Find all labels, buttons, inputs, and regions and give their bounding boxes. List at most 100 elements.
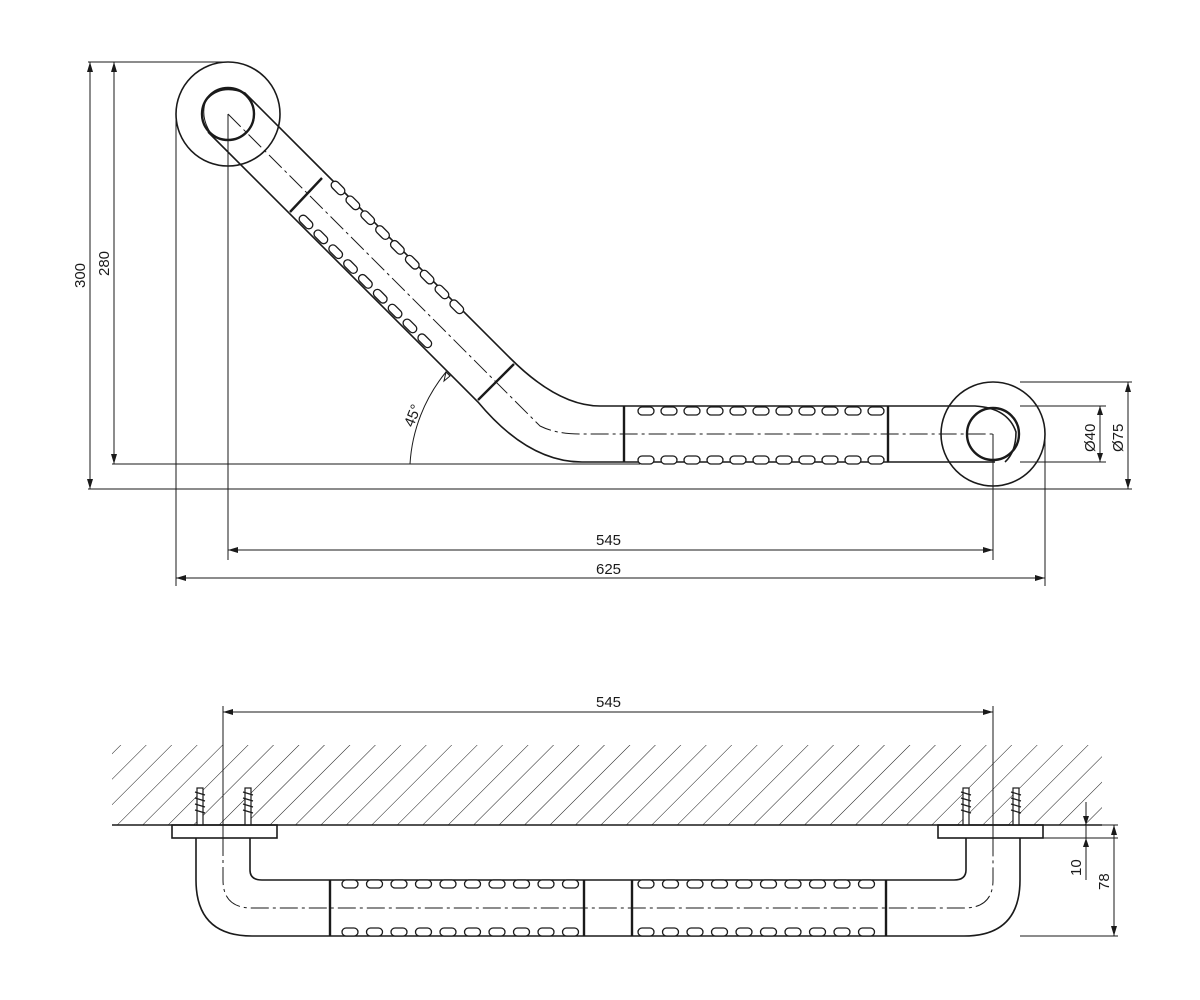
grip-slot [390,927,408,937]
anchor-screw [194,787,206,826]
grip-slot [660,455,678,465]
grip-slot [637,879,655,889]
dim-label-10: 10 [1068,859,1085,876]
grip-slot [449,299,465,315]
grip-slot [357,273,373,289]
grip-slot [784,879,802,889]
dimension-78: 78 [1096,825,1117,936]
grip-slot [833,927,851,937]
grip-slot [341,879,359,889]
grip-slot [488,879,506,889]
grip-slot [735,927,753,937]
grip-slot [360,210,376,226]
anchor-screw [1010,787,1022,826]
mounting-plates [171,824,1044,839]
grip-slot [710,927,729,937]
grip-slot [867,406,885,416]
grip-slot [833,879,851,889]
grip-slot [298,214,314,230]
tube-side-outline [195,838,1021,937]
grip-slot [752,406,770,416]
dimension-280: 280 [96,62,117,464]
tube-centerline [227,113,993,435]
grip-slot [328,244,344,260]
grip-slots-top-view [298,180,885,465]
top-view: 45° 300 280 [72,61,1132,586]
grip-slot [857,879,876,889]
grip-slot [808,927,827,937]
grip-slot [735,879,753,889]
dim-label-280: 280 [96,251,113,276]
side-view: 545 10 78 [112,694,1118,937]
grip-slot [419,269,435,285]
grip-slot [844,406,862,416]
grip-slot [512,879,531,889]
grip-slot [417,333,433,349]
grip-slot [710,879,729,889]
grip-slot [387,303,403,319]
grip-slot [637,927,655,937]
grip-slot [706,406,724,416]
grip-slot [857,927,876,937]
dimension-545-side: 545 [223,694,993,715]
grip-slot [343,259,359,275]
extension-lines-top [88,61,1132,586]
grip-slot [414,927,433,937]
dim-label-545: 545 [596,532,621,549]
grip-slot [537,879,555,889]
tube-outline [203,88,1017,463]
grip-slot [414,879,433,889]
anchor-screw [242,787,254,826]
grip-slot [661,927,680,937]
dimension-545-top: 545 [228,532,993,553]
grip-slot [365,927,384,937]
grip-slot [706,455,724,465]
grip-slots-side-view [341,879,876,937]
dim-label-300: 300 [72,263,89,288]
grip-slot [686,879,704,889]
anchor-screw [960,787,972,826]
grip-slot [775,455,793,465]
dimension-diameter-75: Ø75 [1110,382,1131,489]
extension-lines-side [222,706,1118,937]
dimension-10: 10 [1068,802,1089,880]
grip-slot [661,879,680,889]
grip-slot [844,455,862,465]
grip-slot [821,455,839,465]
grip-slot [402,318,418,334]
grip-slot [434,284,450,300]
grip-slot [808,879,827,889]
grip-slot [488,927,506,937]
side-centerline [222,838,994,909]
grip-slot [463,927,482,937]
grip-slot [683,406,701,416]
grip-slot [313,229,329,245]
grip-slot [683,455,701,465]
dim-label-545-side: 545 [596,694,621,711]
dim-label-d75: Ø75 [1110,424,1127,452]
grip-slot [798,406,816,416]
angle-label: 45° [401,402,425,429]
wall-hatch [112,745,1102,825]
grip-slot [389,239,405,255]
dimension-300: 300 [72,62,93,489]
grip-slot [537,927,555,937]
grip-slot [759,927,778,937]
grip-slot [341,927,359,937]
dimension-625: 625 [176,561,1045,581]
grip-slot [637,406,655,416]
dim-label-78: 78 [1096,873,1113,890]
grip-slot [330,180,346,196]
grip-slot [439,879,457,889]
grip-slot [637,455,655,465]
grip-slot [561,927,580,937]
grip-slot [404,254,420,270]
grip-slot [729,406,747,416]
grip-slot [372,288,388,304]
dimension-diameter-40: Ø40 [1082,406,1103,462]
grip-slot [798,455,816,465]
grip-slot [463,879,482,889]
dim-label-625: 625 [596,561,621,578]
angle-arc [409,371,447,465]
